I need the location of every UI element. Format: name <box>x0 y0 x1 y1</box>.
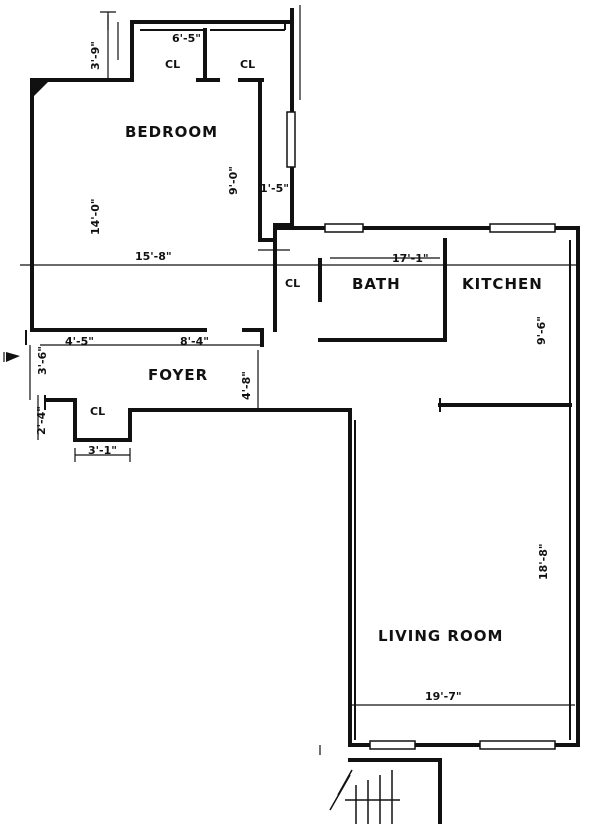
dim-closet-top-width: 6'-5" <box>172 32 201 45</box>
small-closet-walls <box>44 395 132 442</box>
bedroom-walls <box>25 8 296 345</box>
apartment-walls <box>130 223 580 755</box>
dim-living-height: 18'-8" <box>537 543 550 580</box>
dimension-lines <box>20 5 580 706</box>
dim-foyer-left: 4'-5" <box>65 335 94 348</box>
dim-foyer-depth: 4'-8" <box>240 371 253 400</box>
dim-bedroom-width: 15'-8" <box>135 250 172 263</box>
dim-kitchen-depth: 9'-6" <box>535 316 548 345</box>
dim-foyer-right: 8'-4" <box>180 335 209 348</box>
bath-label: BATH <box>352 275 401 293</box>
closet-label-3: CL <box>285 277 300 290</box>
dim-living-width: 19'-7" <box>425 690 462 703</box>
bedroom-label: BEDROOM <box>125 123 218 141</box>
dim-bath-kitchen-width: 17'-1" <box>392 252 429 265</box>
north-arrow-icon <box>3 352 20 362</box>
closet-label-1: CL <box>165 58 180 71</box>
foyer-label: FOYER <box>148 366 208 384</box>
dim-closet-top-depth: 3'-9" <box>89 41 102 70</box>
kitchen-label: KITCHEN <box>462 275 543 293</box>
dim-bedroom-height: 14'-0" <box>89 198 102 235</box>
closet-label-2: CL <box>240 58 255 71</box>
dim-closet-small-width: 3'-1" <box>88 444 117 457</box>
dim-closet-small-depth: 2'-4" <box>35 406 48 435</box>
living-room-label: LIVING ROOM <box>378 627 503 645</box>
dim-bedroom-step: 1'-5" <box>260 182 289 195</box>
dim-bedroom-right-wall: 9'-0" <box>227 166 240 195</box>
closet-label-4: CL <box>90 405 105 418</box>
dim-foyer-left-depth: 3'-6" <box>36 346 49 375</box>
entry-stairs <box>329 758 442 824</box>
